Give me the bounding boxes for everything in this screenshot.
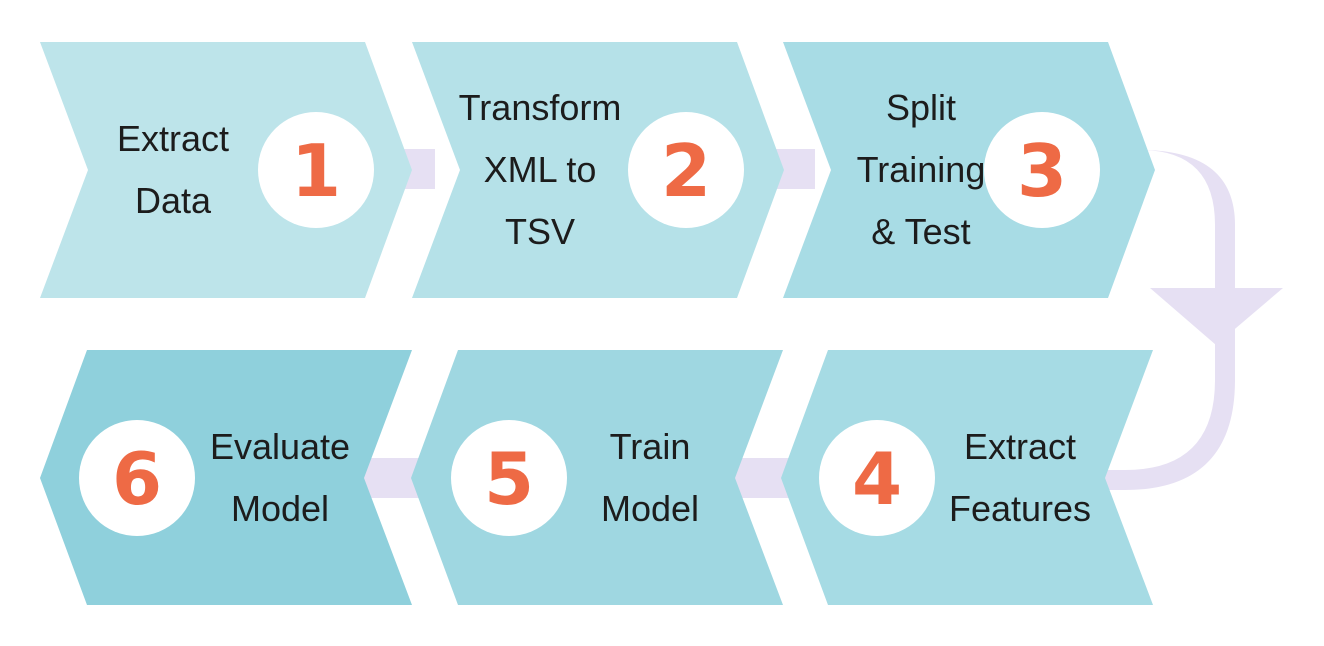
step-6-label-line-1: Evaluate: [210, 426, 350, 467]
step-2-label-line-3: TSV: [505, 211, 575, 252]
step-3-label-line-2: Training: [857, 149, 986, 190]
step-6-number: 6: [112, 437, 162, 521]
step-3-label-line-3: & Test: [871, 211, 970, 252]
step-6-number-badge: [79, 420, 195, 536]
step-4-label-line-1: Extract: [964, 426, 1076, 467]
step-5-number: 5: [484, 437, 534, 521]
step-5-label-line-2: Model: [601, 488, 699, 529]
step-2-label-line-1: Transform: [459, 87, 622, 128]
step-4-number-badge: [819, 420, 935, 536]
step-2-label-line-2: XML to: [484, 149, 597, 190]
step-5-label-line-1: Train: [610, 426, 691, 467]
step-4-chevron: [781, 350, 1153, 605]
step-1-chevron: [40, 42, 412, 298]
step-3-chevron: [783, 42, 1155, 298]
step-4-number: 4: [852, 437, 902, 521]
step-2-number-badge: [628, 112, 744, 228]
step-4-label-line-2: Features: [949, 488, 1091, 529]
step-1-label-line-1: Extract: [117, 118, 229, 159]
step-5-chevron: [411, 350, 783, 605]
step-5-number-badge: [451, 420, 567, 536]
step-6-label-line-2: Model: [231, 488, 329, 529]
step-1-number: 1: [291, 129, 341, 213]
step-2-chevron: [412, 42, 784, 298]
step-6-chevron: [40, 350, 412, 605]
step-3-number: 3: [1017, 129, 1067, 213]
step-3-number-badge: [984, 112, 1100, 228]
step-3-label-line-1: Split: [886, 87, 956, 128]
step-1-label-line-2: Data: [135, 180, 212, 221]
step-2-number: 2: [661, 129, 711, 213]
step-1-number-badge: [258, 112, 374, 228]
connector-3-4-arrowhead: [1150, 288, 1283, 345]
connector-3-4-curve: [1105, 150, 1235, 490]
